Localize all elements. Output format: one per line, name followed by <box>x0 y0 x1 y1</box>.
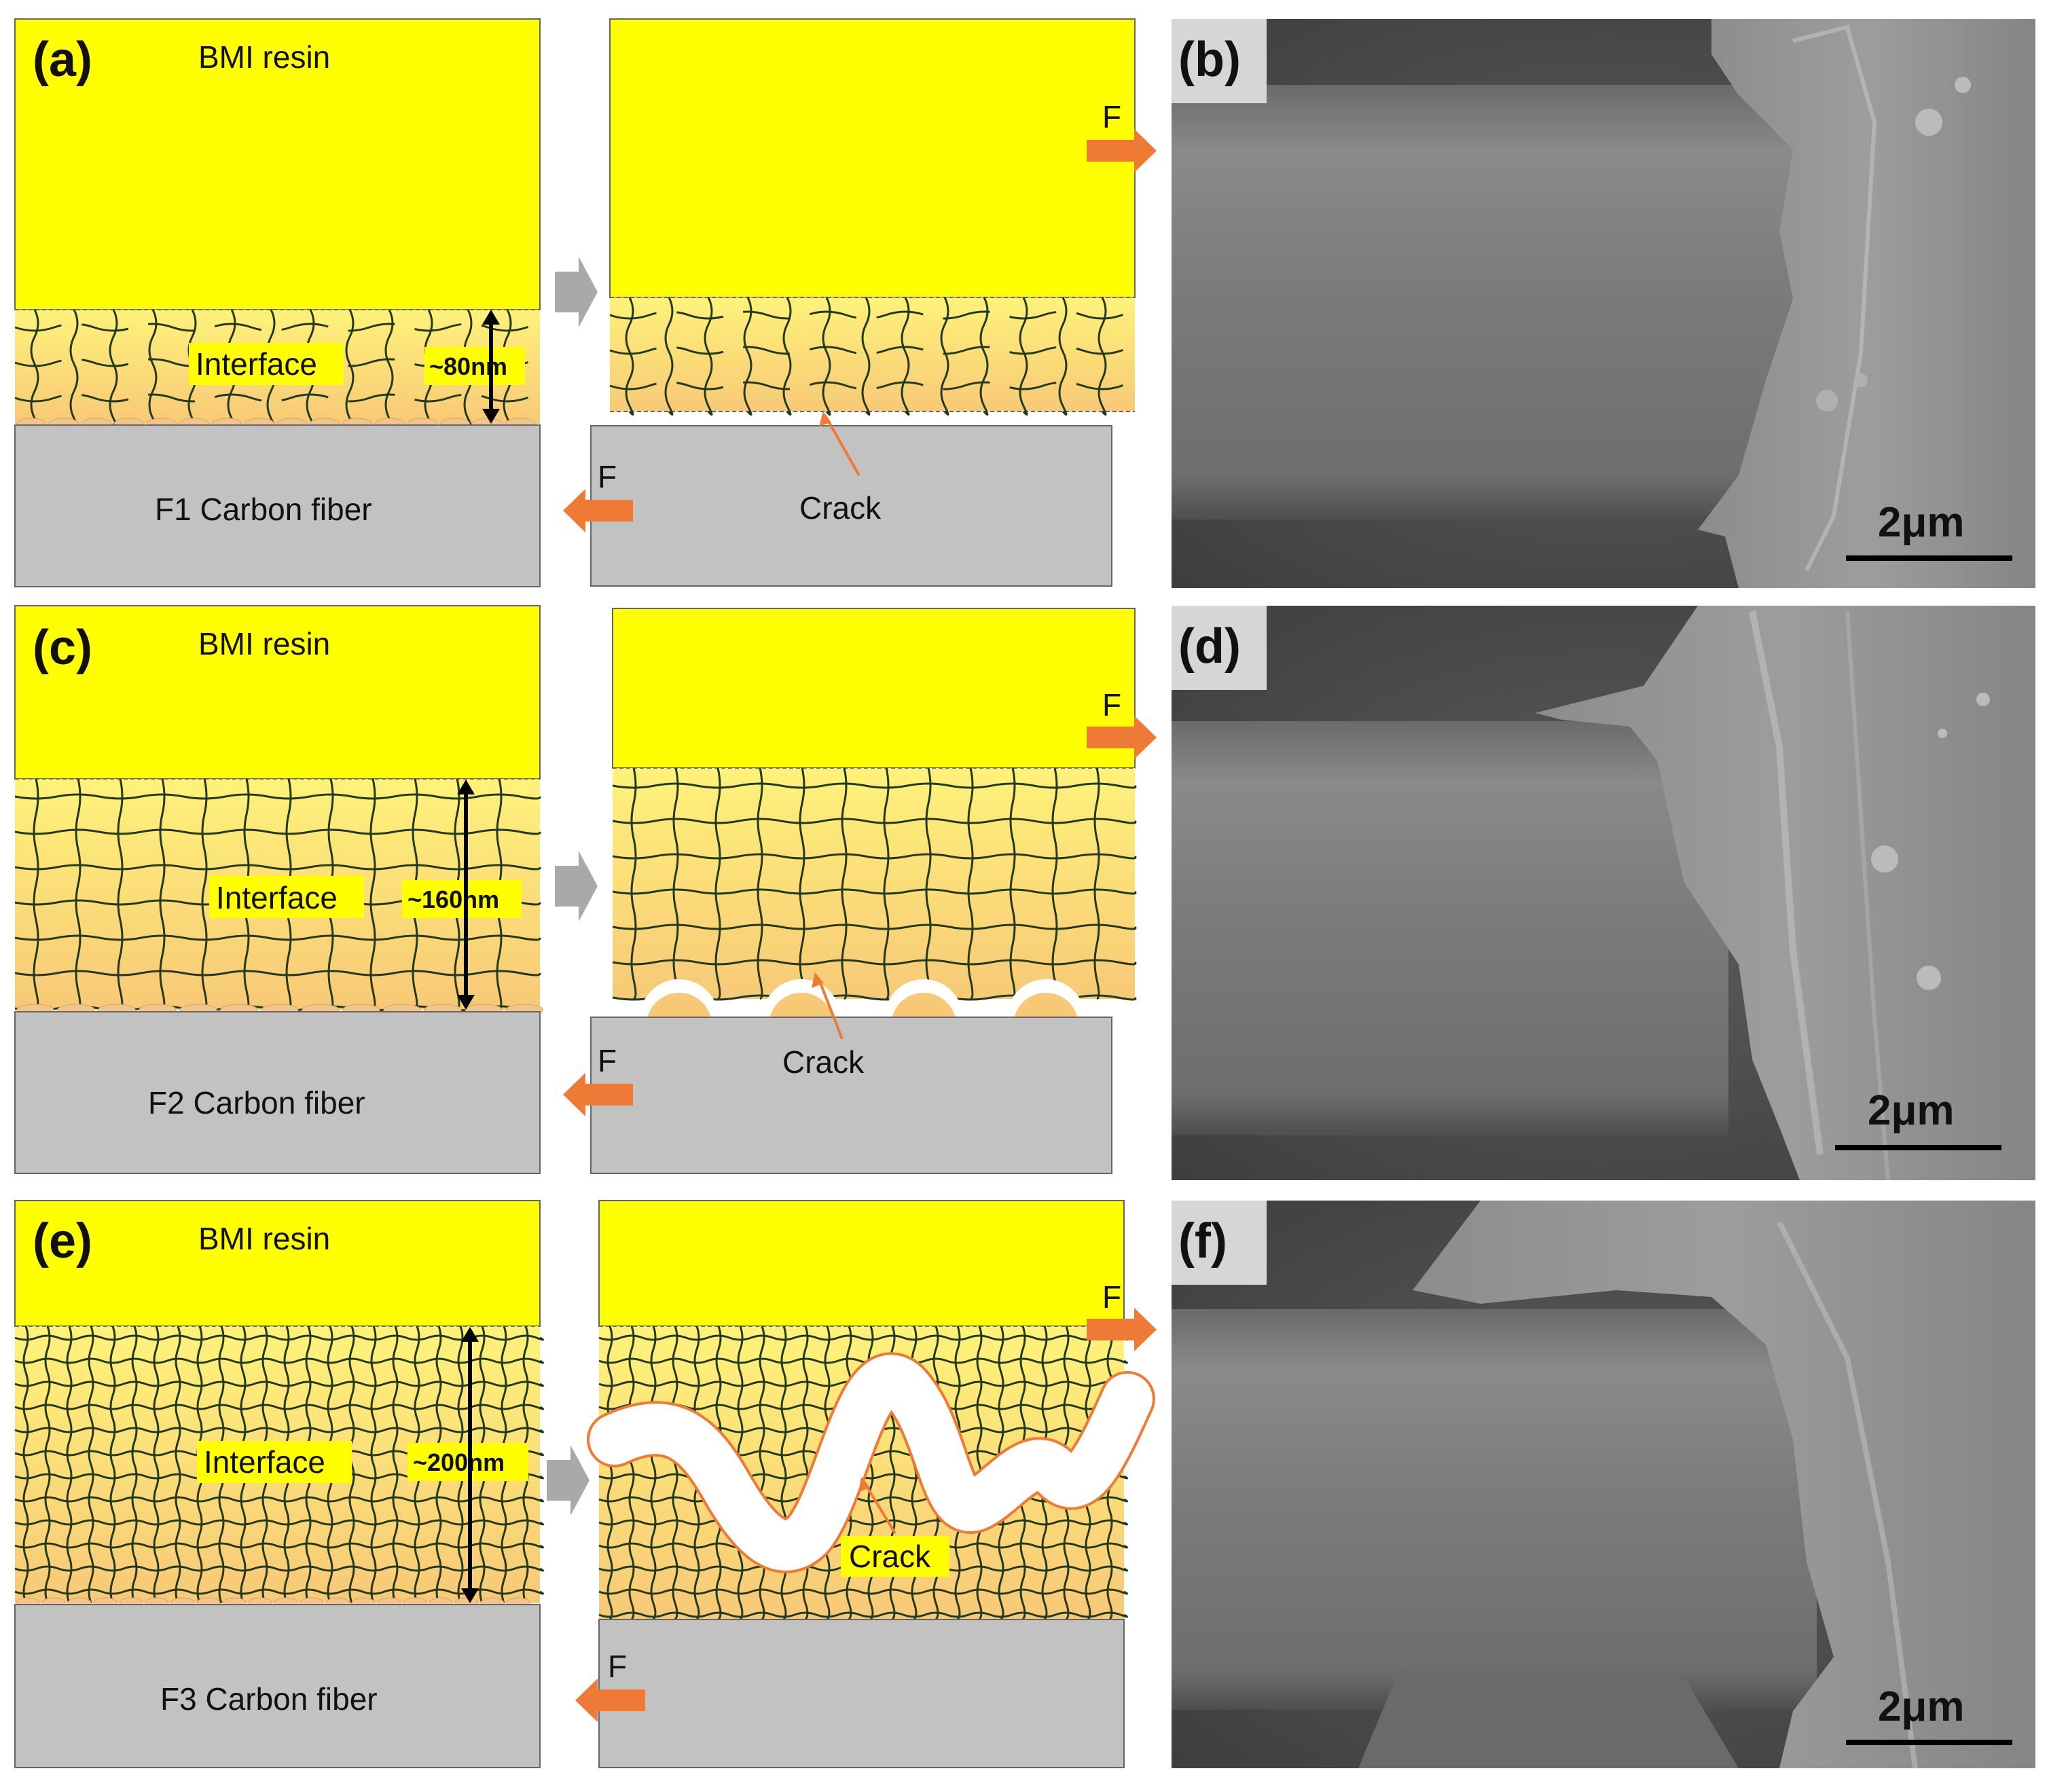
crack-label: Crack <box>782 1044 865 1080</box>
resin-block <box>609 18 1136 298</box>
interface-mesh <box>612 767 1137 1001</box>
force-arrow-right: F <box>1087 1279 1157 1351</box>
scale-bar-label: 2μm <box>1868 1087 1955 1134</box>
row-1: (a) BMI resin Interface ~80nm F1 Carbon … <box>14 18 2035 588</box>
svg-text:F: F <box>598 459 617 494</box>
resin-label: BMI resin <box>198 39 330 75</box>
crack-pointer <box>863 1480 896 1535</box>
process-arrow <box>555 257 598 327</box>
interface-label: Interface <box>216 880 338 915</box>
sem-image-3: (f) 2μm <box>1172 1201 2035 1769</box>
force-arrow-right: F <box>1087 99 1157 172</box>
carbon-fiber-block <box>14 1604 541 1768</box>
row-3: (e) BMI resin Interface ~200nm F3 Carbon… <box>14 1200 2035 1769</box>
fiber <box>1172 85 1813 519</box>
interface-layer <box>613 768 1135 999</box>
schematic-after-1: F F Crack <box>563 18 1157 587</box>
fiber-label: F3 Carbon fiber <box>160 1681 378 1717</box>
thickness-label: ~80nm <box>429 352 507 380</box>
schematic-after-2: F F Crack <box>563 608 1157 1174</box>
crack-label: Crack <box>849 1539 931 1574</box>
svg-text:F: F <box>1102 1279 1121 1315</box>
crack-pointer <box>824 415 860 476</box>
resin-matrix <box>1413 1201 2035 1768</box>
carbon-fiber-block <box>598 1619 1125 1768</box>
scale-bar-label: 2μm <box>1878 1683 1965 1730</box>
force-arrow-left: F <box>563 1043 633 1116</box>
resin-label: BMI resin <box>198 1221 330 1256</box>
panel-label: (f) <box>1178 1214 1227 1268</box>
row-2: (c) BMI resin Interface ~160nm F2 Carbon… <box>14 605 2035 1181</box>
crack-pointer <box>817 977 844 1040</box>
fiber <box>1172 1309 1817 1710</box>
carbon-fiber-block <box>14 424 541 587</box>
scale-bar <box>1846 1740 2012 1745</box>
interface-label: Interface <box>204 1444 325 1480</box>
panel-label: (c) <box>33 621 92 675</box>
panel-label: (b) <box>1178 33 1241 87</box>
carbon-fiber-block <box>590 425 1112 587</box>
resin-block <box>14 1200 541 1327</box>
process-arrow <box>547 1445 590 1516</box>
interface-mesh <box>609 297 1138 416</box>
force-arrow-left: F <box>563 459 633 532</box>
schematic-before-2: (c) BMI resin Interface ~160nm F2 Carbon… <box>14 605 543 1174</box>
process-arrow <box>555 851 598 921</box>
schematic-before-1: (a) BMI resin Interface ~80nm F1 Carbon … <box>14 18 543 587</box>
fiber-bottom <box>1358 1670 1739 1768</box>
sem-image-1: (b) 2μm <box>1172 19 2035 588</box>
fiber <box>1172 721 1728 1135</box>
resin-block <box>14 18 541 310</box>
carbon-fiber-block <box>14 1011 541 1174</box>
schematic-after-3: F F Crack <box>575 1200 1157 1768</box>
svg-text:F: F <box>608 1649 627 1684</box>
thickness-label: ~200nm <box>413 1448 505 1476</box>
svg-text:F: F <box>1102 687 1121 723</box>
panel-label: (a) <box>33 33 92 87</box>
scale-bar <box>1835 1145 2001 1150</box>
carbon-fiber-block <box>590 1017 1112 1174</box>
resin-block <box>14 605 541 780</box>
thickness-label: ~160nm <box>407 885 499 913</box>
resin-block <box>612 608 1136 769</box>
svg-text:F: F <box>598 1043 617 1078</box>
force-arrow-left: F <box>575 1649 645 1722</box>
schematic-before-3: (e) BMI resin Interface ~200nm F3 Carbon… <box>14 1200 544 1768</box>
resin-matrix <box>1698 19 2035 588</box>
scale-bar-label: 2μm <box>1878 499 1965 546</box>
resin-matrix <box>1535 606 2035 1180</box>
sem-image-2: (d) 2μm <box>1172 606 2035 1181</box>
panel-label: (e) <box>33 1214 92 1268</box>
interface-label: Interface <box>196 346 317 382</box>
crack-label: Crack <box>799 490 882 526</box>
force-arrow-right: F <box>1087 687 1157 759</box>
panel-label: (d) <box>1178 619 1241 674</box>
svg-text:F: F <box>1102 99 1121 134</box>
fiber-label: F2 Carbon fiber <box>148 1085 365 1120</box>
fiber-label: F1 Carbon fiber <box>155 492 372 527</box>
scale-bar <box>1846 555 2012 561</box>
resin-label: BMI resin <box>198 626 330 661</box>
resin-block <box>598 1200 1125 1327</box>
